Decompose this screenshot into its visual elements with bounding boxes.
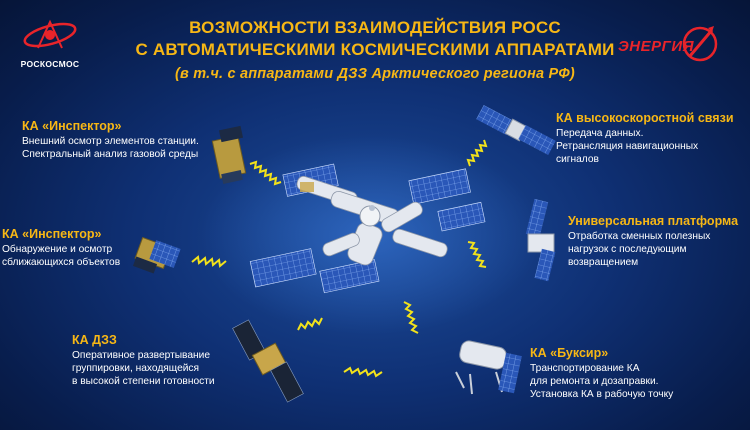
tug-line-3: Установка КА в рабочую точку xyxy=(530,389,674,400)
title-line-2: С АВТОМАТИЧЕСКИМИ КОСМИЧЕСКИМИ АППАРАТАМ… xyxy=(135,40,615,59)
inspector1-line-1: Внешний осмотр элементов станции. xyxy=(22,136,199,147)
dzz-heading: КА ДЗЗ xyxy=(72,333,117,347)
platform-heading: Универсальная платформа xyxy=(568,214,739,228)
inspector1-heading: КА «Инспектор» xyxy=(22,119,122,133)
dzz-satellite-icon xyxy=(232,319,304,403)
inspector2-satellite-icon xyxy=(132,236,181,274)
title-line-1: ВОЗМОЖНОСТИ ВЗАИМОДЕЙСТВИЯ РОСС xyxy=(189,18,561,37)
energia-logo: ЭНЕРГИЯ xyxy=(614,22,724,72)
platform-line-3: возвращением xyxy=(568,257,639,268)
link-inspector1 xyxy=(249,160,282,186)
inspector1-line-2: Спектральный анализ газовой среды xyxy=(22,149,199,160)
tug-line-2: для ремонта и дозаправки. xyxy=(530,376,659,387)
highspeed-line-2: Ретрансляция навигационных xyxy=(556,141,699,152)
block-inspector-2: КА «Инспектор» Обнаружение и осмотр сбли… xyxy=(2,226,120,269)
tug-satellite-icon xyxy=(455,340,522,395)
subtitle: (в т.ч. с аппаратами ДЗЗ Арктического ре… xyxy=(175,66,575,82)
dzz-line-3: в высокой степени готовности xyxy=(72,376,215,387)
inspector1-satellite-icon xyxy=(211,125,247,184)
platform-line-1: Отработка сменных полезных xyxy=(568,231,711,242)
roscosmos-label: РОСКОСМОС xyxy=(20,59,80,69)
inspector2-line-2: сближающихся объектов xyxy=(2,257,121,268)
energia-swoosh-icon xyxy=(682,26,718,62)
block-platform: Универсальная платформа Отработка сменны… xyxy=(568,213,738,269)
link-highspeed xyxy=(466,139,488,167)
inspector2-line-1: Обнаружение и осмотр xyxy=(2,244,113,255)
dzz-line-2: группировки, находящейся xyxy=(72,363,200,374)
link-tug xyxy=(403,301,419,334)
highspeed-satellite-icon xyxy=(476,104,556,156)
block-highspeed: КА высокоскоростной связи Передача данны… xyxy=(556,110,734,166)
link-inspector2 xyxy=(191,255,227,268)
link-dzz xyxy=(297,317,323,331)
platform-satellite-icon xyxy=(525,198,556,282)
block-dzz: КА ДЗЗ Оперативное развертывание группир… xyxy=(72,332,215,388)
link-platform xyxy=(467,241,487,268)
roscosmos-logo: РОСКОСМОС xyxy=(18,18,82,69)
dzz-line-1: Оперативное развертывание xyxy=(72,350,210,361)
link-dzz-tug xyxy=(343,366,383,378)
highspeed-heading: КА высокоскоростной связи xyxy=(556,111,734,125)
block-tug: КА «Буксир» Транспортирование КА для рем… xyxy=(530,345,673,401)
station-icon xyxy=(249,163,486,294)
block-inspector-1: КА «Инспектор» Внешний осмотр элементов … xyxy=(22,118,199,161)
highspeed-line-1: Передача данных. xyxy=(556,128,644,139)
energia-label: ЭНЕРГИЯ xyxy=(618,38,695,55)
highspeed-line-3: сигналов xyxy=(556,154,599,165)
roscosmos-emblem-icon xyxy=(23,19,77,49)
tug-line-1: Транспортирование КА xyxy=(530,363,640,374)
tug-heading: КА «Буксир» xyxy=(530,346,609,360)
inspector2-heading: КА «Инспектор» xyxy=(2,227,102,241)
platform-line-2: нагрузок с последующим xyxy=(568,244,687,255)
